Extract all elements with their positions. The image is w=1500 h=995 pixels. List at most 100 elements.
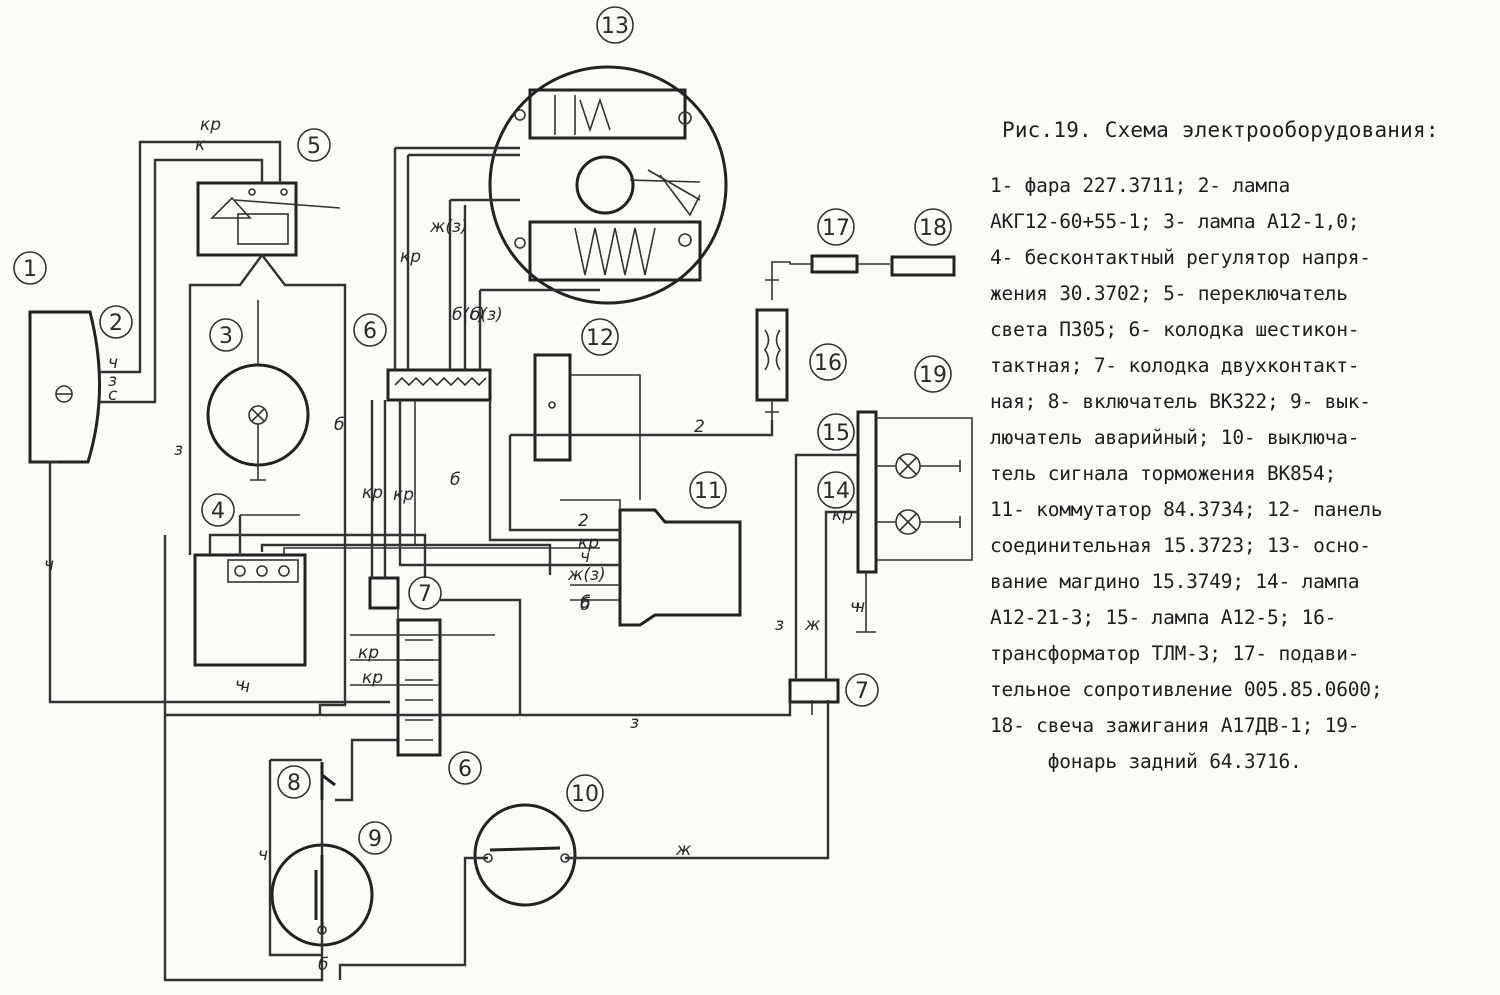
wire-label: б xyxy=(334,415,344,435)
wire-label: кр xyxy=(362,483,383,503)
wire-label: с xyxy=(108,385,118,405)
marker-8: 8 xyxy=(277,765,311,799)
legend-line: фонарь задний 64.3716. xyxy=(990,750,1302,773)
headlight xyxy=(28,310,102,464)
marker-6-top: 6 xyxy=(353,313,387,347)
indicator-lamp-3 xyxy=(206,300,310,481)
six-contact-block-bottom xyxy=(396,618,442,757)
wire-label: кр xyxy=(200,115,221,135)
svg-text:12: 12 xyxy=(586,326,614,351)
svg-text:2: 2 xyxy=(109,311,123,336)
wire-label: б xyxy=(318,955,328,975)
svg-text:6: 6 xyxy=(363,319,377,344)
svg-text:14: 14 xyxy=(822,479,850,504)
wire-label: ч xyxy=(44,555,54,575)
legend-line: 1- фара 227.3711; 2- лампа xyxy=(990,174,1291,197)
marker-6-bottom: 6 xyxy=(448,751,482,785)
commutator xyxy=(618,508,742,627)
wire-label: ч xyxy=(850,597,860,617)
marker-19: 19 xyxy=(914,355,952,393)
wire-label: ч xyxy=(580,547,590,567)
figure-title: Рис.19. Схема электрооборудования: xyxy=(1002,118,1439,142)
legend-line: тельное сопротивление 005.85.0600; xyxy=(990,678,1383,701)
wire-label: кр xyxy=(358,643,379,663)
component-markers: 1 2 3 4 5 6 6 7 7 8 9 10 11 12 13 14 15 … xyxy=(13,6,952,855)
marker-18: 18 xyxy=(914,208,952,246)
svg-text:8: 8 xyxy=(287,771,301,796)
marker-15: 15 xyxy=(817,413,855,451)
marker-9: 9 xyxy=(358,821,392,855)
wire-label: ж(з) xyxy=(567,565,606,585)
wire-label: з xyxy=(174,440,183,460)
svg-text:5: 5 xyxy=(307,134,321,159)
wire-label: ж(з) xyxy=(429,217,468,237)
legend-line: трансформатор ТЛМ-3; 17- подави- xyxy=(990,642,1360,665)
marker-4: 4 xyxy=(201,493,235,527)
wire-label: кр xyxy=(578,533,599,553)
figure-caption: Рис.19. Схема электрооборудования: 1- фа… xyxy=(990,118,1490,780)
wire-label: ч xyxy=(258,845,268,865)
svg-text:6: 6 xyxy=(458,757,472,782)
svg-text:1: 1 xyxy=(23,257,37,282)
rear-light xyxy=(856,410,973,633)
svg-text:16: 16 xyxy=(814,351,842,376)
legend-line: 18- свеча зажигания А17ДВ-1; 19- xyxy=(990,714,1360,737)
marker-12: 12 xyxy=(581,318,619,356)
marker-10: 10 xyxy=(566,774,604,812)
wire-label: ч xyxy=(235,675,245,695)
legend-line: соединительная 15.3723; 13- осно- xyxy=(990,534,1371,557)
wire-label: б xyxy=(450,470,460,490)
suppressor-resistor xyxy=(771,254,890,274)
svg-text:18: 18 xyxy=(919,216,947,241)
marker-17: 17 xyxy=(817,208,855,246)
wire-label: з xyxy=(775,615,784,635)
marker-5: 5 xyxy=(297,128,331,162)
marker-3: 3 xyxy=(209,318,243,352)
voltage-regulator xyxy=(193,553,307,667)
svg-text:7: 7 xyxy=(418,582,432,607)
marker-14: 14 xyxy=(817,471,855,509)
wire-label: 2 xyxy=(694,417,705,437)
emergency-switch xyxy=(270,843,374,947)
wire-label: б xyxy=(580,595,590,615)
legend-line: вание магдино 15.3749; 14- лампа xyxy=(990,570,1360,593)
wire-label: ж xyxy=(675,840,692,860)
svg-text:15: 15 xyxy=(822,421,850,446)
wire-labels: кр к ч з с ч кр б з ч кр ж(з) б(с) б(з) … xyxy=(44,115,865,975)
svg-text:4: 4 xyxy=(211,499,225,524)
wire-label: ч xyxy=(108,353,118,373)
svg-text:9: 9 xyxy=(368,827,382,852)
wire-label: з xyxy=(630,713,639,733)
light-switch xyxy=(196,181,341,257)
svg-text:17: 17 xyxy=(822,216,850,241)
legend-line: А12-21-3; 15- лампа А12-5; 16- xyxy=(990,606,1337,629)
svg-text:13: 13 xyxy=(601,14,629,39)
wire-label: з xyxy=(108,371,117,391)
marker-16: 16 xyxy=(809,343,847,381)
spark-plug xyxy=(890,255,956,277)
legend-line: лючатель аварийный; 10- выключа- xyxy=(990,426,1360,449)
marker-2: 2 xyxy=(99,305,133,339)
marker-13: 13 xyxy=(596,6,634,44)
legend-line: АКГ12-60+55-1; 3- лампа А12-1,0; xyxy=(990,210,1360,233)
legend-line: 11- коммутатор 84.3734; 12- панель xyxy=(990,498,1383,521)
legend-line: 4- бесконтактный регулятор напря- xyxy=(990,246,1371,269)
ignition-transformer xyxy=(755,265,789,420)
legend-line: жения 30.3702; 5- переключатель xyxy=(990,282,1348,305)
magneto-base xyxy=(488,65,728,305)
svg-text:3: 3 xyxy=(219,324,233,349)
svg-text:7: 7 xyxy=(855,679,869,704)
legend-list: 1- фара 227.3711; 2- лампа АКГ12-60+55-1… xyxy=(990,168,1490,780)
svg-text:10: 10 xyxy=(571,782,599,807)
wire-label: кр xyxy=(400,247,421,267)
marker-7-right: 7 xyxy=(845,673,879,707)
wiring-schematic: 1 2 3 4 5 6 6 7 7 8 9 10 11 12 13 14 15 … xyxy=(13,6,973,982)
wire-label: ч xyxy=(240,677,250,697)
two-contact-block-left xyxy=(368,576,400,610)
wire-label: ч xyxy=(855,597,865,617)
brake-signal-switch xyxy=(473,803,577,907)
wire-label: б(с) xyxy=(452,305,485,325)
six-contact-block-top xyxy=(386,368,492,402)
wire-label: кр xyxy=(832,505,853,525)
